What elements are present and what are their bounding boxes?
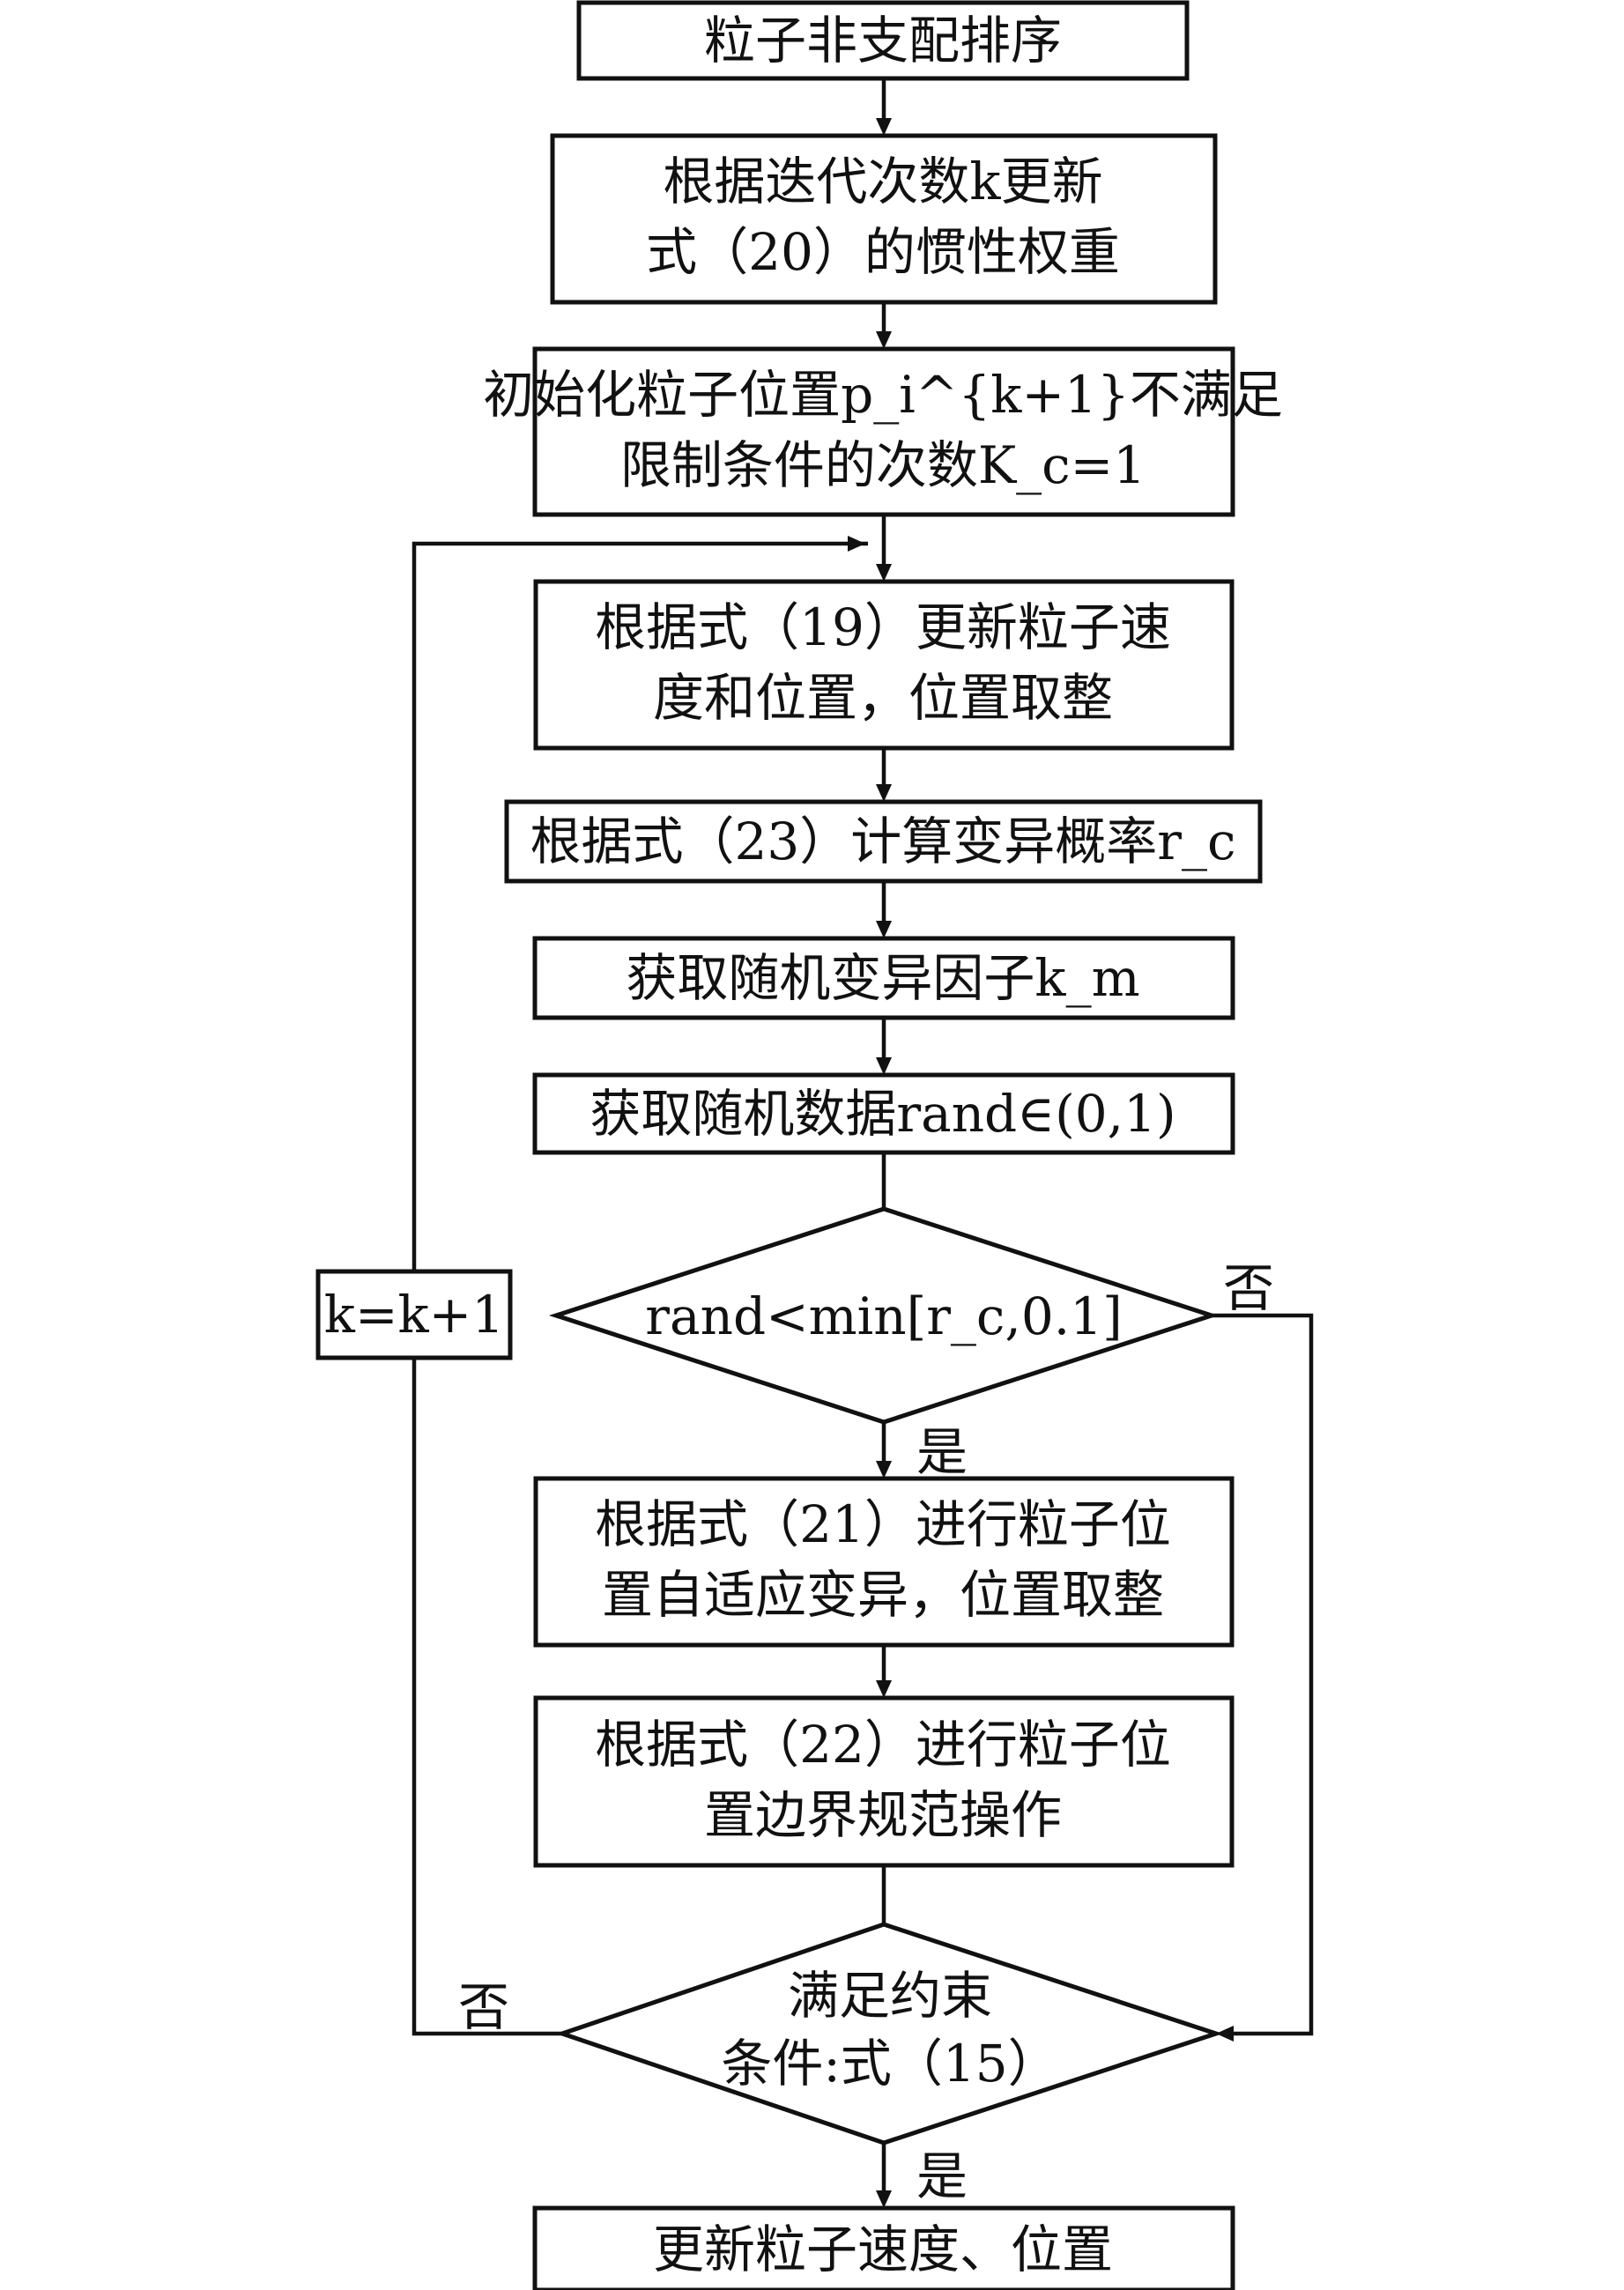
node-init-position-line1: 初始化粒子位置p_i^{k+1}不满足 bbox=[483, 365, 1283, 425]
node-random: 获取随机数据rand∈(0,1) bbox=[532, 1072, 1235, 1155]
decision-constraint-line1: 满足约束 bbox=[788, 1966, 992, 2026]
node-update-final: 更新粒子速度、位置 bbox=[532, 2205, 1235, 2290]
arrowhead bbox=[876, 1461, 892, 1478]
decision-mutate-text: rand<min[r_c,0.1] bbox=[645, 1286, 1122, 1346]
node-random-text: 获取随机数据rand∈(0,1) bbox=[590, 1084, 1175, 1144]
arrowhead bbox=[876, 2190, 892, 2208]
arrowhead bbox=[1216, 2026, 1234, 2042]
node-sort: 粒子非支配排序 bbox=[576, 0, 1190, 81]
node-adaptive-mutation: 根据式（21）进行粒子位 置自适应变异，位置取整 bbox=[533, 1476, 1235, 1648]
node-increment: k=k+1 bbox=[315, 1269, 513, 1360]
label-d2-no: 否 bbox=[458, 1977, 509, 2037]
node-update-velocity: 根据式（19）更新粒子速 度和位置，位置取整 bbox=[533, 579, 1235, 751]
node-update-inertia: 根据迭代次数k更新 式（20）的惯性权重 bbox=[550, 133, 1218, 305]
arrowhead bbox=[876, 118, 892, 136]
node-boundary: 根据式（22）进行粒子位 置边界规范操作 bbox=[533, 1695, 1235, 1868]
node-boundary-line1: 根据式（22）进行粒子位 bbox=[595, 1715, 1171, 1775]
connectors bbox=[412, 78, 1314, 2208]
arrowhead bbox=[876, 784, 892, 802]
node-mutation-factor-text: 获取随机变异因子k_m bbox=[626, 948, 1139, 1008]
node-increment-text: k=k+1 bbox=[324, 1285, 504, 1345]
decision-mutate: rand<min[r_c,0.1] bbox=[548, 1206, 1220, 1425]
arrowhead bbox=[876, 921, 892, 938]
decision-constraint-line2: 条件:式（15） bbox=[721, 2034, 1058, 2094]
node-update-final-text: 更新粒子速度、位置 bbox=[653, 2220, 1113, 2279]
node-mutation-factor: 获取随机变异因子k_m bbox=[532, 936, 1235, 1020]
node-mutation-prob: 根据式（23）计算变异概率r_c bbox=[504, 799, 1263, 884]
label-d1-no: 否 bbox=[1223, 1258, 1274, 1318]
label-d1-yes: 是 bbox=[916, 1422, 968, 1482]
arrowhead bbox=[876, 1680, 892, 1698]
label-d2-yes: 是 bbox=[916, 2146, 968, 2206]
node-init-position: 初始化粒子位置p_i^{k+1}不满足 限制条件的次数K_c=1 bbox=[483, 346, 1283, 517]
arrowhead bbox=[876, 1057, 892, 1075]
edge-d1-no bbox=[1212, 1313, 1314, 2036]
node-update-inertia-line2: 式（20）的惯性权重 bbox=[646, 222, 1120, 282]
nodes: 粒子非支配排序 根据迭代次数k更新 式（20）的惯性权重 初始化粒子位置p_i^… bbox=[315, 0, 1283, 2290]
arrowhead bbox=[876, 331, 892, 349]
arrowhead bbox=[876, 564, 892, 582]
edge-labels: 否 是 否 是 bbox=[458, 1258, 1274, 2206]
decision-constraint: 满足约束 条件:式（15） bbox=[555, 1922, 1224, 2145]
node-boundary-line2: 置边界规范操作 bbox=[704, 1785, 1062, 1845]
edge-loop-return bbox=[412, 541, 868, 1271]
edge-d2-no-loop bbox=[412, 1358, 562, 2036]
node-update-inertia-line1: 根据迭代次数k更新 bbox=[663, 152, 1102, 211]
node-update-velocity-line2: 度和位置，位置取整 bbox=[653, 668, 1113, 728]
node-init-position-line2: 限制条件的次数K_c=1 bbox=[620, 435, 1146, 495]
node-adaptive-mutation-line1: 根据式（21）进行粒子位 bbox=[595, 1494, 1171, 1554]
node-adaptive-mutation-line2: 置自适应变异，位置取整 bbox=[602, 1565, 1164, 1625]
node-update-velocity-line1: 根据式（19）更新粒子速 bbox=[595, 597, 1171, 657]
node-mutation-prob-text: 根据式（23）计算变异概率r_c bbox=[530, 812, 1235, 871]
node-sort-text: 粒子非支配排序 bbox=[704, 11, 1062, 70]
